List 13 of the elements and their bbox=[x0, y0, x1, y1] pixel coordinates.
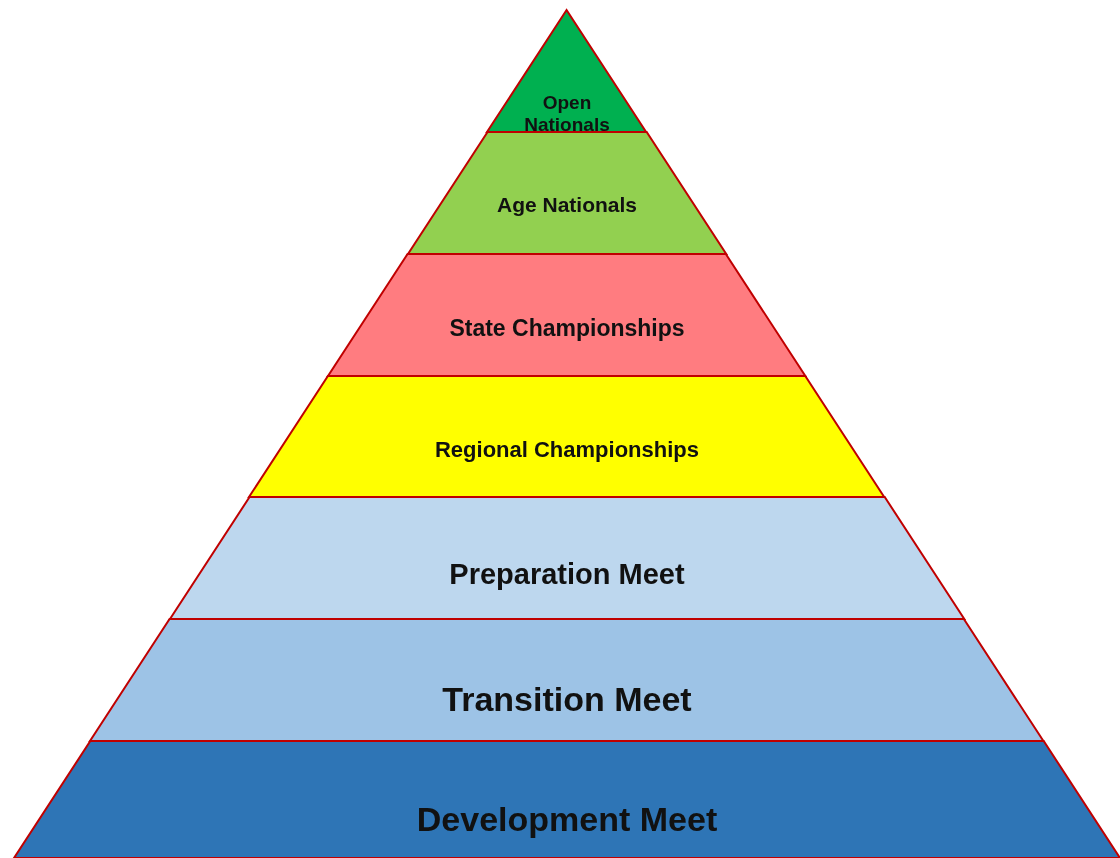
pyramid-tier bbox=[169, 497, 965, 619]
pyramid-tier bbox=[249, 376, 885, 497]
tier-label: Transition Meet bbox=[441, 680, 693, 720]
tier-label: Regional Championships bbox=[433, 436, 700, 462]
tier-label: Preparation Meet bbox=[448, 558, 686, 592]
pyramid-tier bbox=[407, 132, 727, 254]
pyramid-tier bbox=[328, 254, 806, 376]
tier-label: Development Meet bbox=[415, 799, 719, 839]
pyramid-tier bbox=[14, 741, 1120, 858]
tier-label: State Championships bbox=[448, 315, 686, 342]
tier-label: Age Nationals bbox=[495, 193, 638, 218]
pyramid-tier bbox=[90, 619, 1044, 741]
tier-label: Open Nationals bbox=[523, 92, 611, 136]
